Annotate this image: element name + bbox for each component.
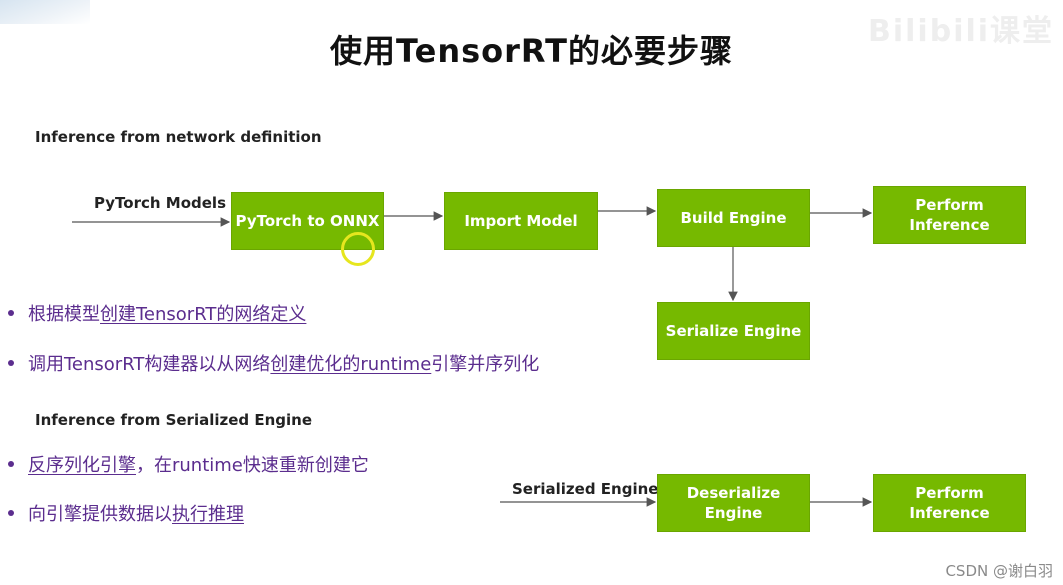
input-label-pytorch-models: PyTorch Models bbox=[94, 194, 226, 212]
box-import-model: Import Model bbox=[444, 192, 598, 250]
bullet-dot bbox=[8, 510, 14, 516]
bullet-link-4[interactable]: 执行推理 bbox=[172, 504, 244, 525]
bullet-link-2[interactable]: 创建优化的runtime bbox=[270, 354, 432, 375]
bullet-item-1: 根据模型创建TensorRT的网络定义 bbox=[8, 300, 306, 326]
bullet-item-3: 反序列化引擎，在runtime快速重新创建它 bbox=[8, 451, 369, 477]
bullet-dot bbox=[8, 310, 14, 316]
bullet-link-1[interactable]: 创建TensorRT的网络定义 bbox=[100, 304, 307, 325]
box-deserialize-engine: Deserialize Engine bbox=[657, 474, 810, 532]
section-network-definition: Inference from network definition bbox=[35, 128, 322, 146]
input-label-serialized-engine: Serialized Engine bbox=[512, 480, 659, 498]
bullet-dot bbox=[8, 461, 14, 467]
bullet-item-4: 向引擎提供数据以执行推理 bbox=[8, 500, 244, 526]
csdn-watermark: CSDN @谢白羽 bbox=[945, 562, 1053, 580]
bilibili-logo: Bilibili课堂 bbox=[868, 14, 1055, 49]
bullet-link-3[interactable]: 反序列化引擎 bbox=[28, 455, 136, 476]
section-serialized-engine: Inference from Serialized Engine bbox=[35, 411, 313, 429]
bullet-item-2: 调用TensorRT构建器以从网络创建优化的runtime引擎并序列化 bbox=[8, 350, 539, 376]
box-perform-inference-1: Perform Inference bbox=[873, 186, 1026, 244]
box-perform-inference-2: Perform Inference bbox=[873, 474, 1026, 532]
box-serialize-engine: Serialize Engine bbox=[657, 302, 810, 360]
page-title: 使用TensorRT的必要步骤 bbox=[330, 32, 733, 70]
box-build-engine: Build Engine bbox=[657, 189, 810, 247]
corner-decoration bbox=[0, 0, 90, 24]
bullet-dot bbox=[8, 360, 14, 366]
cursor-highlight-ring bbox=[341, 232, 375, 266]
box-pytorch-to-onnx: PyTorch to ONNX bbox=[231, 192, 384, 250]
